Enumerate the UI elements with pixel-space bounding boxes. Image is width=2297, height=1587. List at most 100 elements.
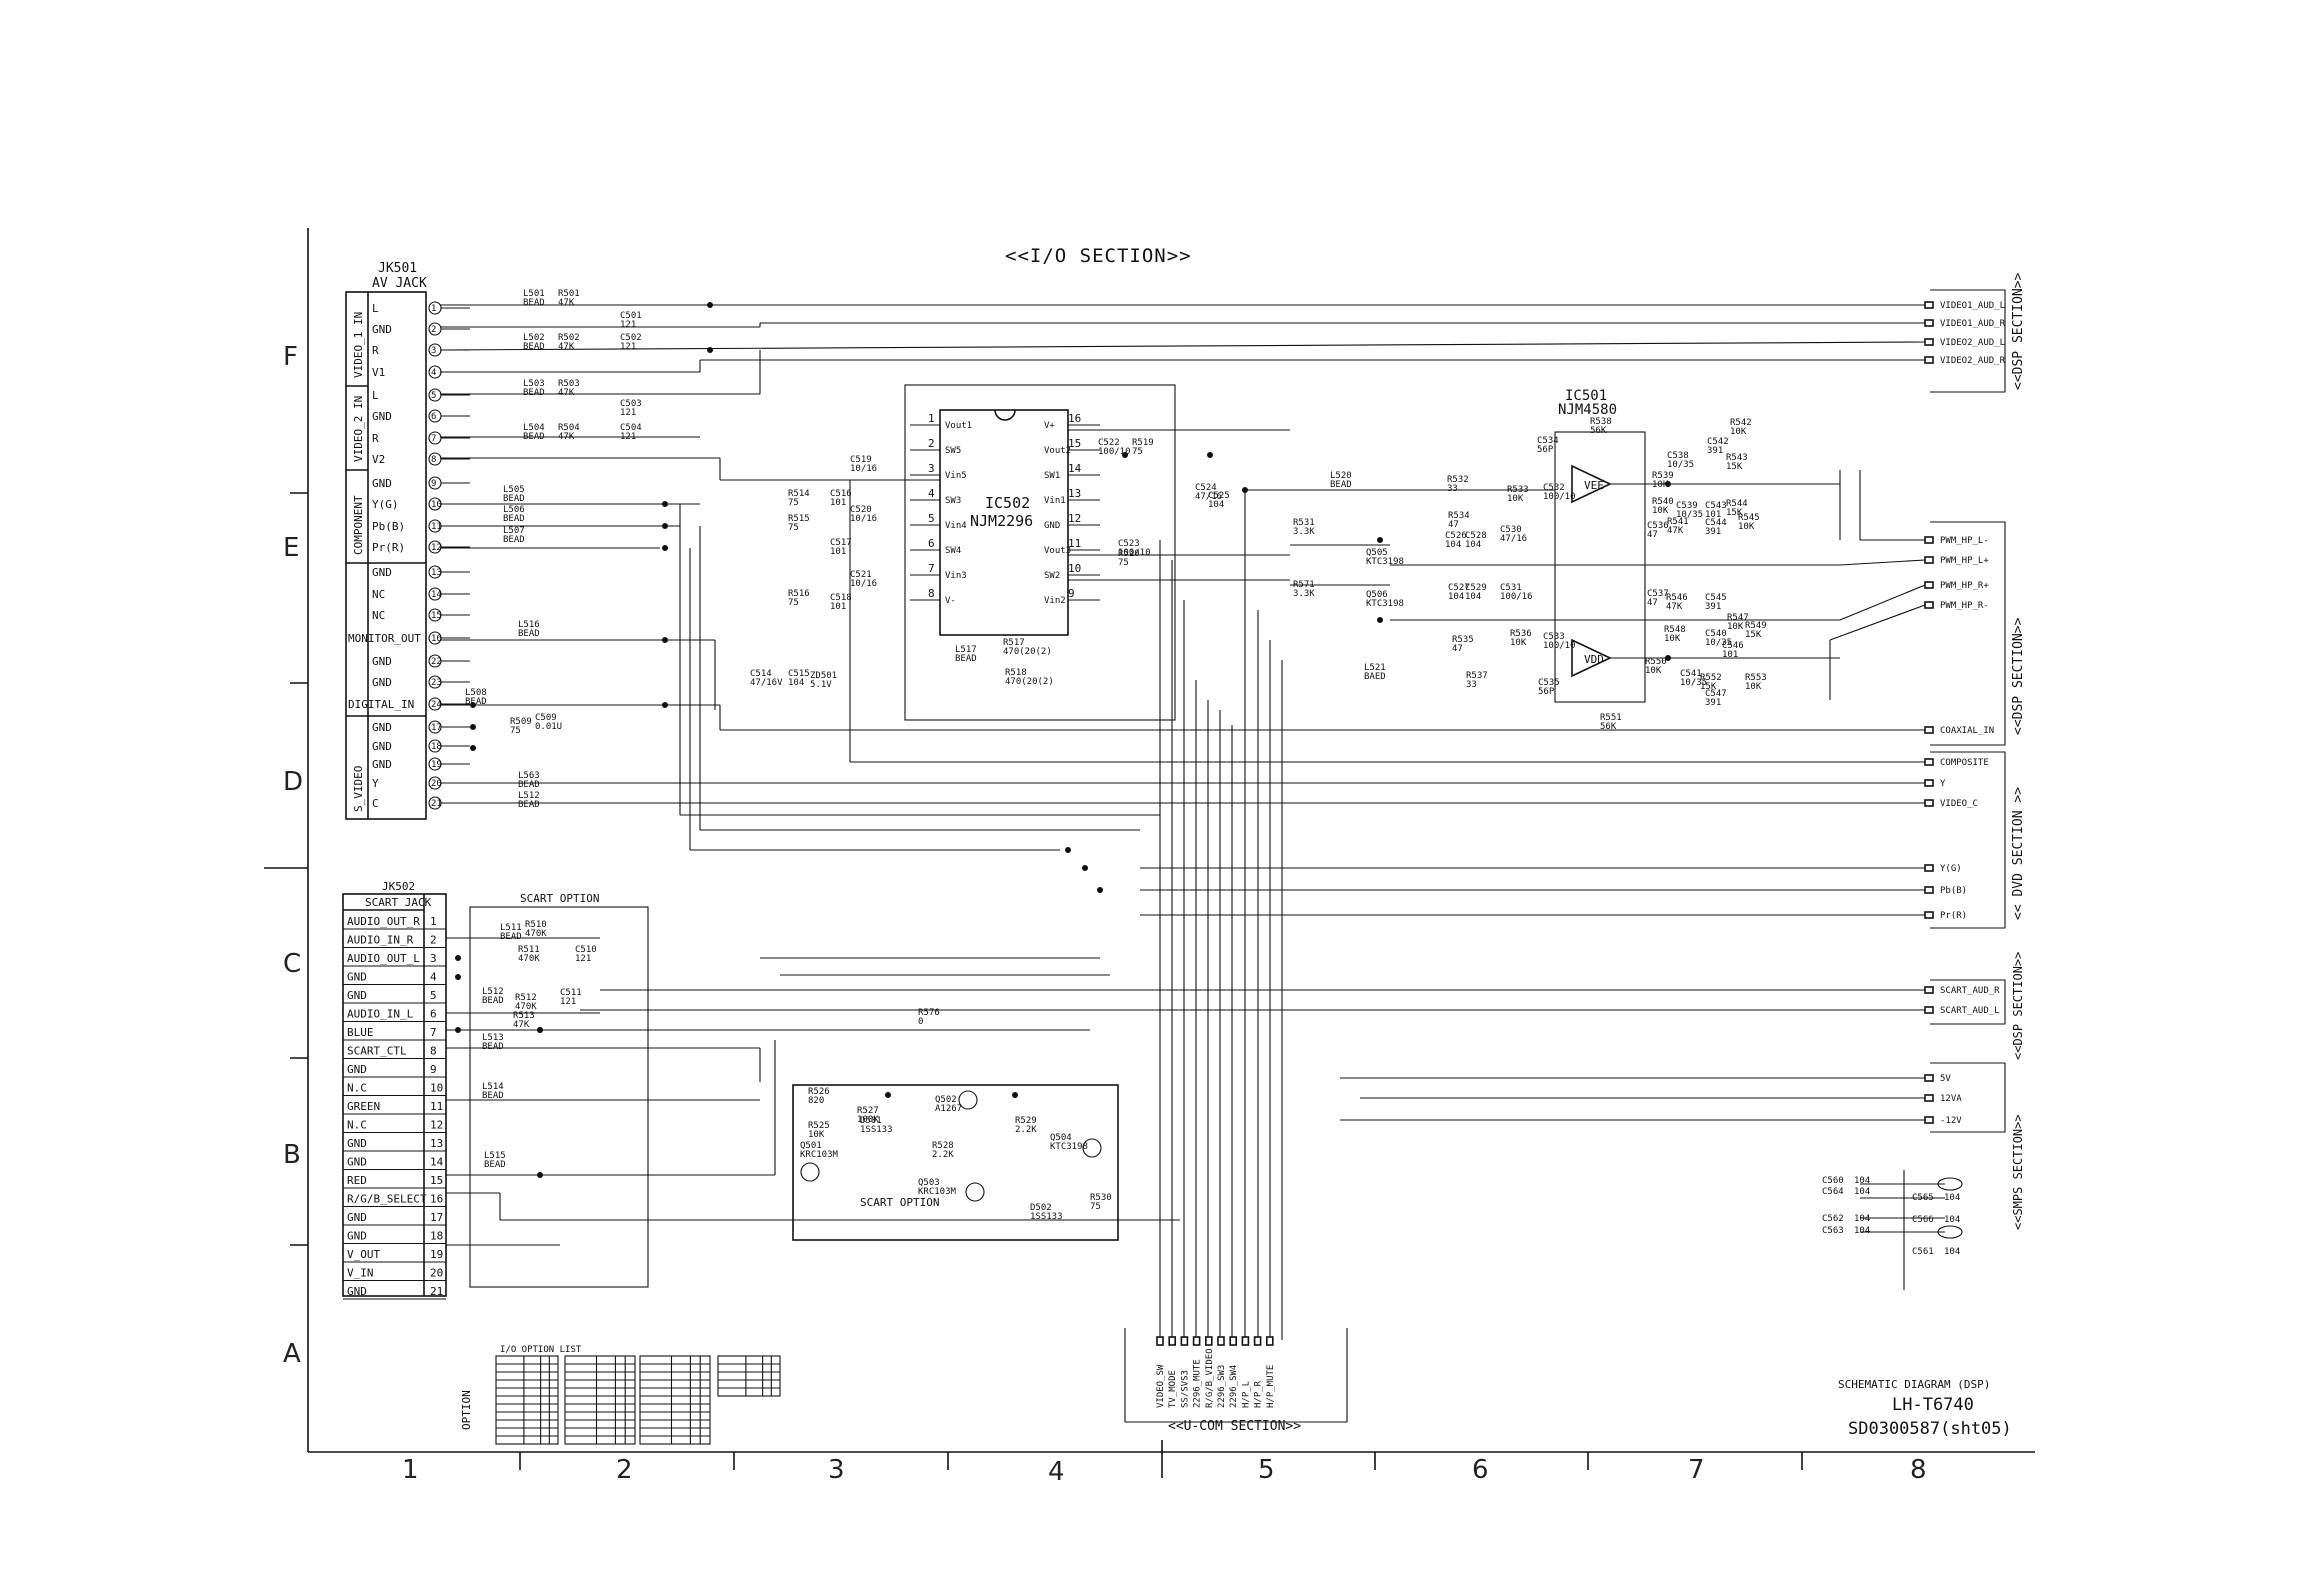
dsp2-section-label: <<DSP SECTION>> [2011, 617, 2026, 735]
component-ref: C535 [1538, 678, 1560, 688]
component-ref: C514 [750, 669, 772, 679]
component-ref: C526 [1445, 531, 1467, 541]
component-value: BEAD [1330, 480, 1352, 490]
grid-col-label: 7 [1688, 1455, 1705, 1485]
ucom-signal-label: 2296_MUTE [1193, 1359, 1203, 1408]
component-ref: R533 [1507, 485, 1529, 495]
component-ref: L504 [523, 423, 545, 433]
component-ref: C538 [1667, 451, 1689, 461]
component-ref: C530 [1500, 525, 1522, 535]
component-ref: R530 [1090, 1193, 1112, 1203]
component-value: 104 [1465, 540, 1481, 550]
component-value: 75 [1090, 1202, 1101, 1212]
jk502-pin-label: GND [347, 1063, 367, 1076]
jk501-pin-number: 18 [431, 742, 442, 752]
component-ref: R520 [1118, 549, 1140, 559]
component-ref: C544 [1705, 518, 1727, 528]
ucom-signal-label: TV_MODE [1168, 1370, 1178, 1408]
output-signal-label: VIDEO_C [1940, 799, 1978, 809]
ic502-part: NJM2296 [970, 512, 1033, 530]
group-s-video: S_VIDEO [352, 766, 365, 812]
component-value: 121 [620, 342, 636, 352]
dsp2-outputs: PWM_HP_L-PWM_HP_L+PWM_HP_R+PWM_HP_R-COAX… [1924, 536, 1994, 736]
ic502-pin-label: SW4 [945, 546, 961, 556]
component-ref: C528 [1465, 531, 1487, 541]
ic501-opamp: IC501 NJM4580 VEE VDD [1554, 388, 1646, 703]
component-value: 121 [620, 432, 636, 442]
jk501-pin-number: 5 [431, 391, 436, 401]
component-ref: R542 [1730, 418, 1752, 428]
ic502-pin-list: 1Vout12SW53Vin54SW35Vin46SW47Vin38V-16V+… [910, 412, 1100, 606]
component-ref: L501 [523, 289, 545, 299]
component-ref: R543 [1726, 453, 1748, 463]
component-value: 2.2K [1015, 1125, 1037, 1135]
component-value: 15K [1745, 630, 1762, 640]
component-ref: R527 [857, 1106, 879, 1116]
ic502-pin-number: 8 [928, 587, 935, 600]
ucom-signal-label: R/G/B_VIDEO [1205, 1348, 1215, 1408]
component-ref: C501 [620, 311, 642, 321]
output-signal-label: VIDEO1_AUD_L [1940, 301, 2005, 311]
component-value: 100/10 [1543, 641, 1576, 651]
ic502-pin-label: SW5 [945, 446, 961, 456]
component-ref: R529 [1015, 1116, 1037, 1126]
component-ref: C539 [1676, 501, 1698, 511]
component-value: 470K [518, 954, 540, 964]
component-value: 10K [1745, 682, 1762, 692]
component-ref: R515 [788, 514, 810, 524]
sheet-title: <<I/O SECTION>> [1005, 245, 1192, 267]
jk501-pin-number: 13 [431, 568, 442, 578]
decoupling-ref: C564 [1822, 1187, 1844, 1197]
jk501-pin-label: GND [372, 740, 392, 753]
component-ref: Q502 [935, 1095, 957, 1105]
component-value: 470K [515, 1002, 537, 1012]
component-ref: C521 [850, 570, 872, 580]
component-ref: R525 [808, 1121, 830, 1131]
title-block: SCHEMATIC DIAGRAM (DSP) LH-T6740 SD03005… [1838, 1378, 2012, 1439]
component-value: BEAD [500, 932, 522, 942]
output-signal-label: PWM_HP_L- [1940, 536, 1989, 546]
component-ref: Q505 [1366, 548, 1388, 558]
jk501-pin-number: 8 [431, 455, 436, 465]
ic502-pin-number: 15 [1068, 437, 1081, 450]
grid-col-label: 6 [1472, 1455, 1489, 1485]
component-value: 47K [558, 388, 575, 398]
jk502-pin-label: GND [347, 971, 367, 984]
ic502-pin-number: 9 [1068, 587, 1075, 600]
component-ref: C536 [1647, 521, 1669, 531]
component-value: 10K [1730, 427, 1747, 437]
grid-row-label: D [283, 767, 303, 797]
component-ref: R540 [1652, 497, 1674, 507]
component-value: 391 [1705, 698, 1721, 708]
output-signal-label: 5V [1940, 1074, 1951, 1084]
component-ref: L511 [500, 923, 522, 933]
jk501-pin-number: 7 [431, 434, 436, 444]
component-ref: C537 [1647, 589, 1669, 599]
footer-caption: SCHEMATIC DIAGRAM (DSP) [1838, 1378, 1990, 1391]
component-value: BEAD [482, 996, 504, 1006]
jk501-pin-label: R [372, 344, 379, 357]
ic502-pin-label: Vout3 [1044, 546, 1071, 556]
component-ref: R535 [1452, 635, 1474, 645]
component-ref: L512 [482, 987, 504, 997]
grid-col-label: 5 [1258, 1455, 1275, 1485]
jk501-pin-label: V2 [372, 453, 385, 466]
dsp3-section-label: <<DSP SECTION>> [2011, 952, 2025, 1060]
jk502-pin-label: GND [347, 1285, 367, 1298]
jk501-pin-label: L [372, 389, 379, 402]
jk502-pin-label: AUDIO_OUT_L [347, 952, 420, 965]
component-ref: L520 [1330, 471, 1352, 481]
component-ref: C545 [1705, 593, 1727, 603]
component-value: 10K [808, 1130, 825, 1140]
ic502-pin-number: 13 [1068, 487, 1081, 500]
grid-col-labels: 1 2 3 4 5 6 7 8 [402, 1455, 1927, 1487]
group-video2-in: VIDEO_2 IN [352, 396, 365, 462]
ucom-signal-label: H/P_MUTE [1266, 1365, 1276, 1408]
component-value: 10K [1652, 506, 1669, 516]
jk501-pin-label: GND [372, 566, 392, 579]
jk502-pin-number: 9 [430, 1063, 437, 1076]
jk501-pin-label: Y [372, 777, 379, 790]
component-ref: L517 [955, 645, 977, 655]
